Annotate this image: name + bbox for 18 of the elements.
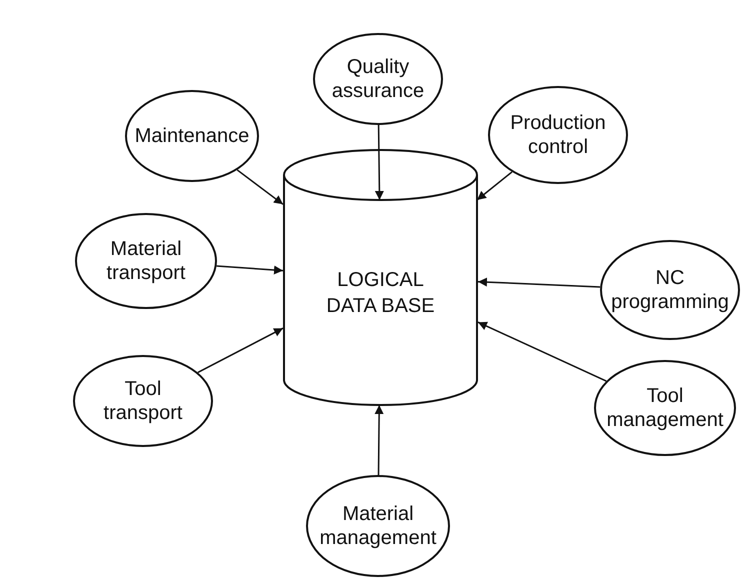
database-cylinder	[283, 150, 478, 405]
node-label: LOGICAL DATA BASE	[325, 268, 436, 318]
node-label: Material management	[320, 502, 436, 550]
node-label: Tool management	[606, 384, 724, 432]
arrow	[374, 124, 384, 200]
arrow	[236, 169, 284, 205]
arrow	[198, 328, 284, 374]
node-label: Production control	[509, 111, 607, 159]
arrow	[478, 278, 600, 288]
node-label: Maintenance	[134, 124, 250, 148]
node-label: NC programming	[611, 266, 729, 314]
arrow	[216, 265, 284, 274]
arrow	[476, 171, 512, 201]
node-label: Tool transport	[102, 377, 184, 425]
node-label: Quality assurance	[330, 55, 426, 103]
arrow	[374, 405, 384, 475]
arrow	[478, 322, 607, 382]
node-label: Material transport	[106, 237, 186, 285]
